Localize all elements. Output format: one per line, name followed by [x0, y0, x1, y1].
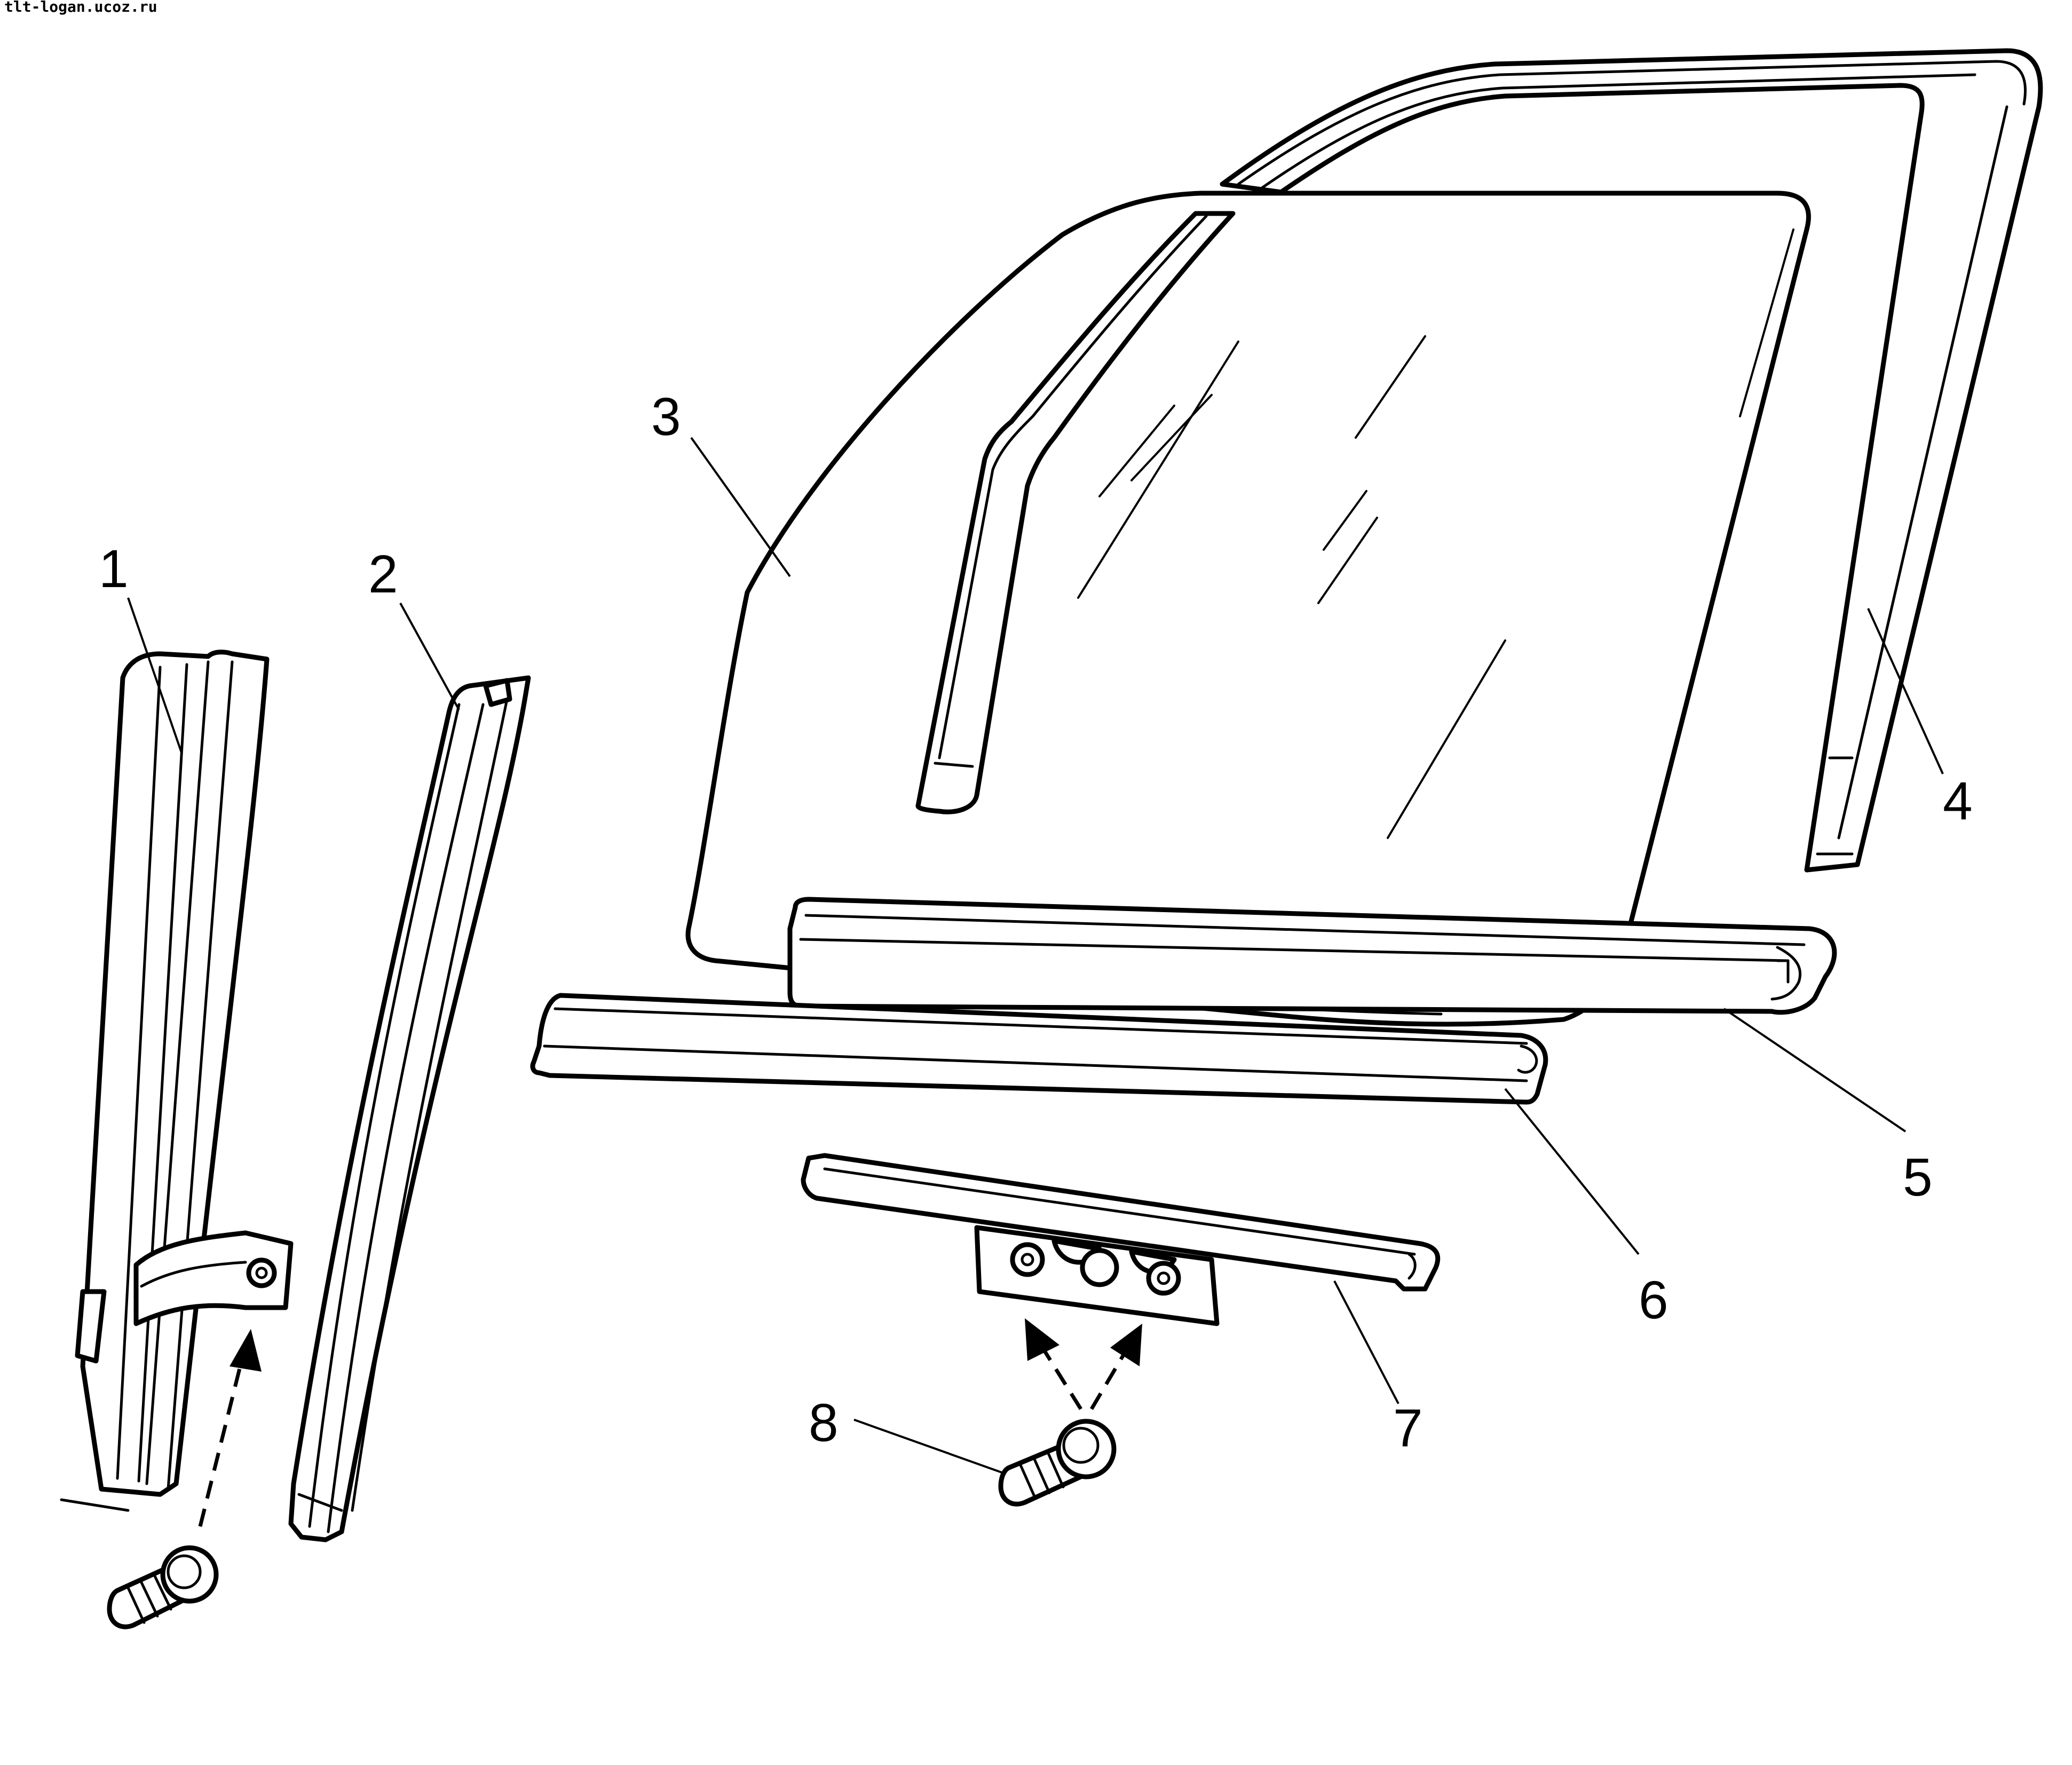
callout-3: 3 — [651, 387, 681, 447]
callout-7: 7 — [1393, 1398, 1423, 1458]
part-5-inner-belt-strip — [787, 897, 1837, 1015]
callout-1: 1 — [99, 539, 129, 599]
part-4-frame-seal — [1220, 48, 2043, 873]
callout-6: 6 — [1639, 1270, 1668, 1330]
part-6-outer-belt-strip — [530, 993, 1548, 1105]
part-2-rear-guide-channel — [288, 675, 531, 1542]
callout-8: 8 — [809, 1393, 839, 1453]
callout-5: 5 — [1903, 1147, 1933, 1207]
assembly-direction-arrows — [198, 1318, 1142, 1527]
callout-labels: 1 2 3 4 5 6 7 8 — [99, 387, 1973, 1458]
part-8-bolt-lower-left — [107, 1545, 219, 1629]
callout-leaders — [127, 437, 1944, 1474]
callout-2: 2 — [368, 544, 398, 604]
part-1-front-guide-rail — [60, 650, 294, 1512]
part-7-lift-channel — [801, 1153, 1441, 1326]
watermark-text: tlt-logan.ucoz.ru — [4, 0, 157, 15]
part-8-bolt-center — [998, 1419, 1117, 1507]
callout-4: 4 — [1943, 771, 1973, 831]
